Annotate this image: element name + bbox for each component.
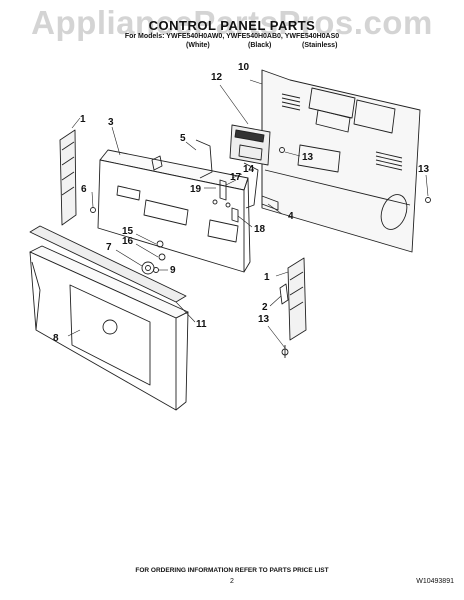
callout-1-right: 1 xyxy=(264,272,270,283)
callout-13-top: 13 xyxy=(302,152,314,163)
callout-15: 15 xyxy=(122,226,134,237)
callout-16: 16 xyxy=(122,236,134,247)
callout-4: 4 xyxy=(288,211,294,222)
callout-6: 6 xyxy=(81,184,87,195)
page-number: 2 xyxy=(230,578,234,585)
callout-3: 3 xyxy=(108,117,114,128)
part-control-board xyxy=(219,84,271,166)
finish-black: (Black) xyxy=(248,42,272,49)
callout-14: 14 xyxy=(243,164,255,175)
part-trim-strip xyxy=(29,225,196,323)
callout-labels: 1 3 5 6 14 19 17 4 15 16 7 9 18 8 11 12 … xyxy=(53,62,430,344)
finish-stainless: (Stainless) xyxy=(302,42,338,49)
callout-7: 7 xyxy=(106,242,112,253)
part-side-trim-left xyxy=(59,117,81,226)
callout-18: 18 xyxy=(254,224,266,235)
document-number: W10493891 xyxy=(416,578,454,585)
callout-13-right: 13 xyxy=(418,164,430,175)
ordering-note: FOR ORDERING INFORMATION REFER TO PARTS … xyxy=(135,567,329,574)
callout-2: 2 xyxy=(262,302,268,313)
callout-8: 8 xyxy=(53,333,59,344)
part-small-hardware xyxy=(90,139,431,358)
models-line: For Models: YWFE540H0AW0, YWFE540H0AB0, … xyxy=(124,33,340,40)
leader-lines xyxy=(67,79,429,349)
callout-12: 12 xyxy=(211,72,223,83)
watermark: AppliancePartsPros.com xyxy=(31,4,433,41)
callout-9: 9 xyxy=(170,265,176,276)
callout-10: 10 xyxy=(238,62,250,73)
callout-1-left: 1 xyxy=(80,114,86,125)
callout-5: 5 xyxy=(180,133,186,144)
part-side-trim-right xyxy=(275,257,307,341)
part-control-panel xyxy=(97,126,251,273)
page-title: CONTROL PANEL PARTS xyxy=(148,18,316,33)
part-rear-panel xyxy=(261,69,421,253)
callout-13-bottom: 13 xyxy=(258,314,270,325)
finish-white: (White) xyxy=(186,42,210,49)
callout-19: 19 xyxy=(190,184,202,195)
part-lower-panel xyxy=(29,245,189,411)
callout-17: 17 xyxy=(230,172,242,183)
callout-11: 11 xyxy=(196,319,207,330)
